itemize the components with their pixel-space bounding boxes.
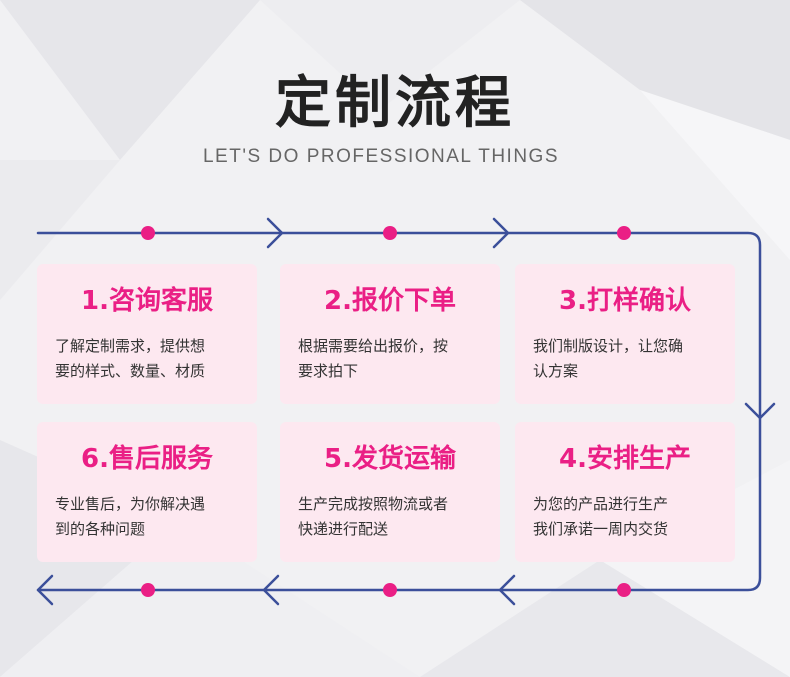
- step-card-6: 6.售后服务 专业售后，为你解决遇 到的各种问题: [37, 422, 257, 562]
- flow-dot: [383, 226, 397, 240]
- flow-dot: [383, 583, 397, 597]
- step-description: 为您的产品进行生产 我们承诺一周内交货: [533, 495, 669, 538]
- arrow-right-icon: [266, 217, 284, 249]
- step-description: 了解定制需求，提供想 要的样式、数量、材质: [55, 337, 206, 380]
- arrow-left-icon: [36, 574, 54, 606]
- flow-line-top: [36, 231, 762, 592]
- flow-dot: [141, 583, 155, 597]
- step-description: 根据需要给出报价，按 要求拍下: [298, 337, 449, 380]
- arrow-right-icon: [492, 217, 510, 249]
- flow-dot: [141, 226, 155, 240]
- step-description: 专业售后，为你解决遇 到的各种问题: [55, 495, 206, 538]
- step-card-3: 3.打样确认 我们制版设计，让您确 认方案: [515, 264, 735, 404]
- arrow-left-icon: [498, 574, 516, 606]
- step-title: 1.咨询客服: [81, 286, 213, 316]
- step-description: 生产完成按照物流或者 快递进行配送: [298, 495, 449, 538]
- flow-dot: [617, 226, 631, 240]
- step-title: 6.售后服务: [81, 444, 213, 474]
- flow-dot: [617, 583, 631, 597]
- step-card-1: 1.咨询客服 了解定制需求，提供想 要的样式、数量、材质: [37, 264, 257, 404]
- step-description: 我们制版设计，让您确 认方案: [533, 337, 684, 380]
- arrow-down-icon: [744, 402, 776, 420]
- step-title: 4.安排生产: [559, 444, 691, 474]
- arrow-left-icon: [262, 574, 280, 606]
- step-card-4: 4.安排生产 为您的产品进行生产 我们承诺一周内交货: [515, 422, 735, 562]
- step-card-5: 5.发货运输 生产完成按照物流或者 快递进行配送: [280, 422, 500, 562]
- page-title: 定制流程: [275, 71, 515, 136]
- step-title: 2.报价下单: [324, 286, 456, 316]
- step-card-2: 2.报价下单 根据需要给出报价，按 要求拍下: [280, 264, 500, 404]
- step-title: 3.打样确认: [559, 286, 691, 316]
- step-title: 5.发货运输: [324, 444, 456, 474]
- page-subtitle: LET'S DO PROFESSIONAL THINGS: [202, 146, 560, 167]
